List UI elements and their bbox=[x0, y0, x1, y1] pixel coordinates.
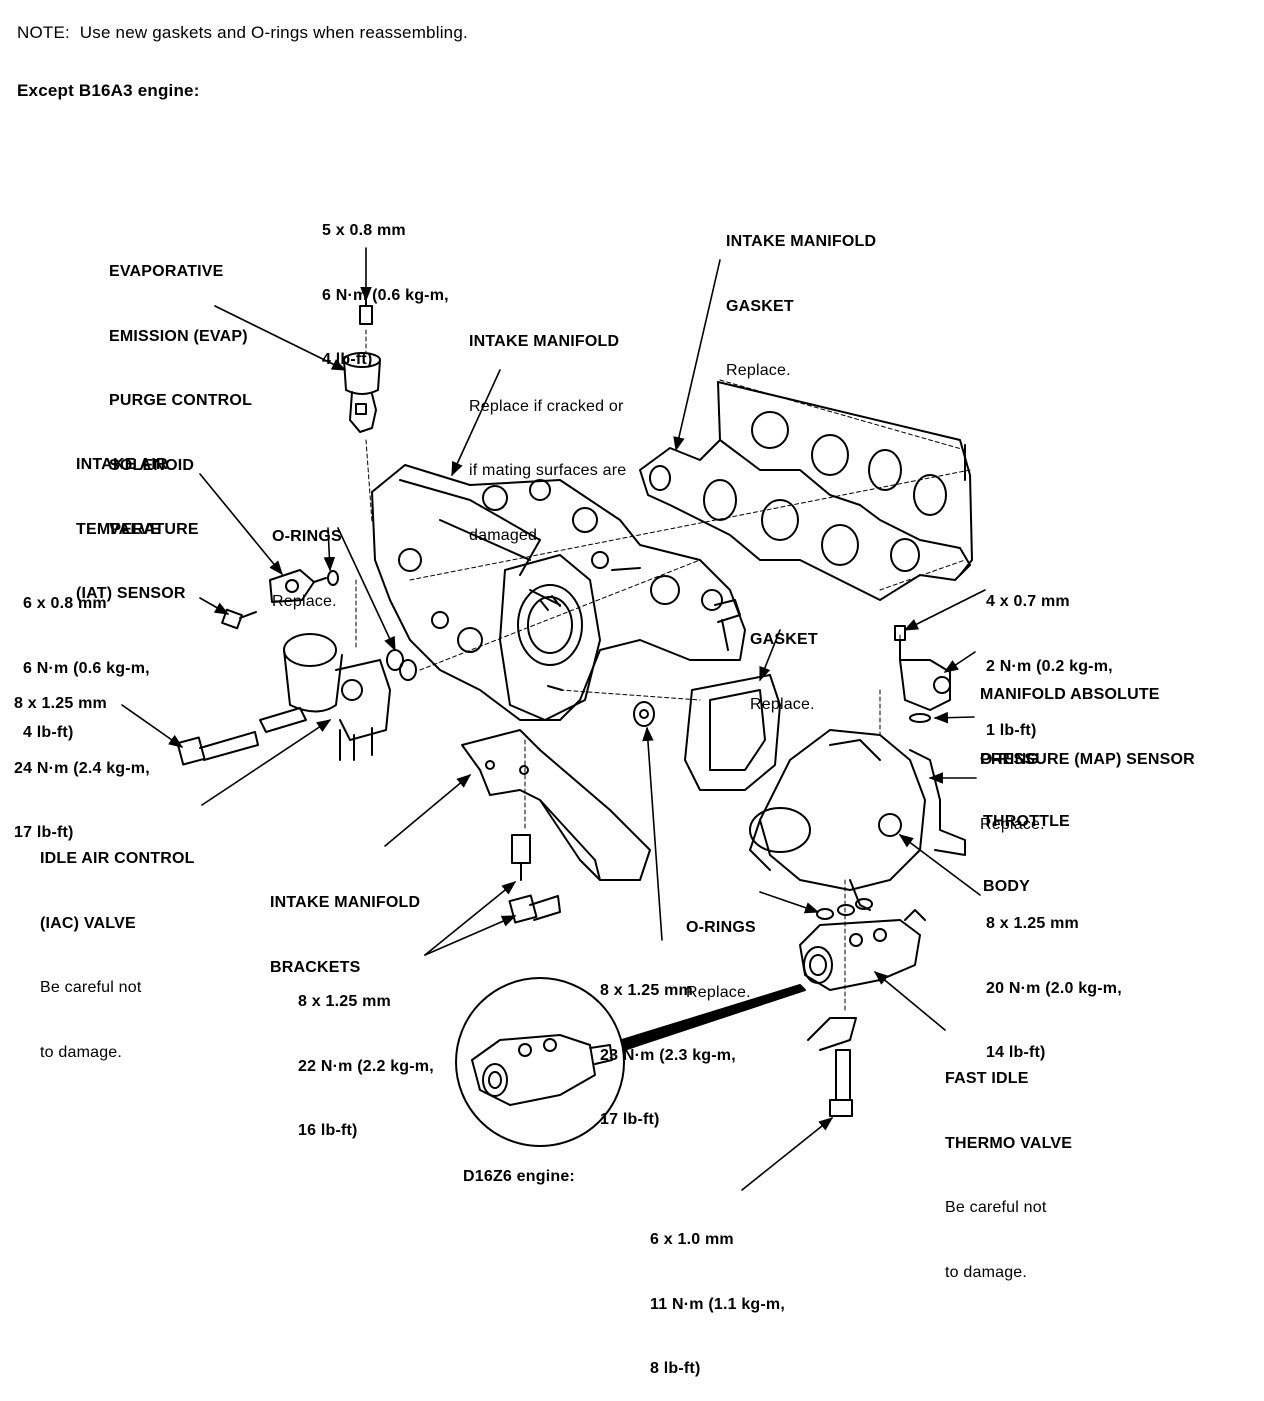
d16z6-inset bbox=[455, 977, 625, 1147]
torque-throttle-label: 8 x 1.25 mm 20 N·m (2.0 kg-m, 14 lb-ft) bbox=[986, 915, 1122, 1061]
bracket-bolts bbox=[508, 834, 561, 924]
engine-subtitle: Except B16A3 engine: bbox=[17, 81, 200, 100]
cylinder-head-flange bbox=[717, 381, 973, 576]
throttle-body bbox=[749, 729, 966, 911]
torque-bracket-label: 8 x 1.25 mm 22 N·m (2.2 kg-m, 16 lb-ft) bbox=[298, 993, 434, 1139]
throttle-body-label: THROTTLE BODY bbox=[983, 813, 1070, 895]
intake-manifold-label: INTAKE MANIFOLD Replace if cracked or if… bbox=[469, 333, 627, 544]
map-sensor-label: MANIFOLD ABSOLUTE PRESSURE (MAP) SENSOR bbox=[980, 686, 1195, 768]
iac-bolt bbox=[176, 731, 259, 766]
iat-sensor-label: INTAKE AIR TEMPERATURE (IAT) SENSOR bbox=[76, 456, 199, 602]
intake-manifold-body bbox=[371, 464, 746, 721]
intake-manifold-bracket bbox=[461, 729, 651, 881]
gasket-label: GASKET Replace. bbox=[750, 631, 818, 713]
exploded-parts-drawing bbox=[121, 247, 986, 1191]
torque-manifold-label: 8 x 1.25 mm 23 N·m (2.3 kg-m, 17 lb-ft) bbox=[600, 982, 736, 1128]
assembly-guide-lines bbox=[355, 329, 971, 1011]
fitv-label: FAST IDLE THERMO VALVE Be careful not to… bbox=[945, 1070, 1073, 1281]
brackets-label: INTAKE MANIFOLD BRACKETS bbox=[270, 894, 421, 976]
torque-iat-label: 6 x 0.8 mm 6 N·m (0.6 kg-m, 4 lb-ft) bbox=[23, 595, 150, 741]
iac-valve-label: IDLE AIR CONTROL (IAC) VALVE Be careful … bbox=[40, 850, 195, 1061]
intake-manifold-gasket-label: INTAKE MANIFOLD GASKET Replace. bbox=[726, 233, 877, 379]
note-text: NOTE: Use new gaskets and O-rings when r… bbox=[17, 23, 468, 42]
torque-evap-label: 5 x 0.8 mm 6 N·m (0.6 kg-m, 4 lb-ft) bbox=[322, 222, 449, 368]
intake-manifold-gasket bbox=[639, 439, 971, 601]
o-rings-fitv-label: O-RINGS Replace. bbox=[686, 919, 756, 1001]
manifold-nut bbox=[633, 701, 655, 727]
leader-lines bbox=[121, 247, 986, 1191]
torque-map-label: 4 x 0.7 mm 2 N·m (0.2 kg-m, 1 lb-ft) bbox=[986, 593, 1113, 739]
o-rings-left-label: O-RINGS Replace. bbox=[272, 528, 342, 610]
d16z6-label: D16Z6 engine: bbox=[463, 1168, 575, 1185]
fast-idle-thermo-valve bbox=[799, 909, 926, 991]
o-ring-right-label: O-RING Replace. bbox=[980, 751, 1045, 833]
iat-bolt bbox=[221, 608, 257, 630]
torque-iac-label: 8 x 1.25 mm 24 N·m (2.4 kg-m, 17 lb-ft) bbox=[14, 695, 150, 841]
evap-valve-label: EVAPORATIVE EMISSION (EVAP) PURGE CONTRO… bbox=[109, 263, 253, 538]
map-sensor bbox=[894, 625, 951, 723]
iac-valve bbox=[259, 633, 391, 761]
torque-fitv-label: 6 x 1.0 mm 11 N·m (1.1 kg-m, 8 lb-ft) bbox=[650, 1231, 786, 1377]
fitv-o-rings bbox=[816, 898, 873, 920]
fitv-bracket-and-bolt bbox=[807, 1017, 857, 1117]
iat-sensor bbox=[269, 569, 327, 603]
throttle-body-gasket bbox=[684, 674, 781, 791]
inset-link bbox=[621, 984, 806, 1051]
